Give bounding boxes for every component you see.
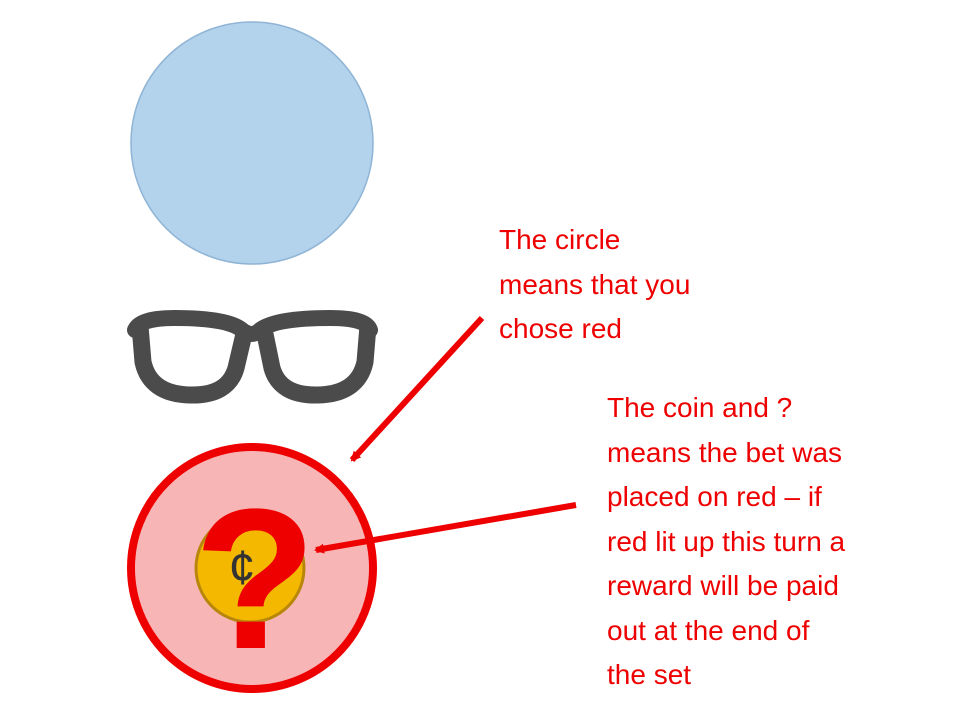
note-line: The circle xyxy=(499,224,621,255)
coin-icon xyxy=(194,512,306,624)
arrow-to-selection-circle xyxy=(349,315,485,463)
arrow-to-coin xyxy=(314,502,577,554)
bet-selection-marker: ¢ ? xyxy=(127,443,377,693)
glasses-icon xyxy=(127,309,378,404)
note-line: chose red xyxy=(499,313,622,344)
blue-circle-icon xyxy=(130,21,374,265)
coin-symbol: ¢ xyxy=(229,542,256,595)
note-line: means that you xyxy=(499,268,691,300)
note-line: means the bet was xyxy=(607,436,843,468)
note-line: reward will be paid xyxy=(607,570,839,601)
circle-explanation-note: The circle means that you chose red xyxy=(499,218,690,352)
note-line: placed on red – if xyxy=(607,481,822,512)
question-mark-icon: ? xyxy=(194,468,316,691)
note-line: the set xyxy=(607,659,692,690)
note-line: red lit up this turn a xyxy=(607,525,846,557)
coin-explanation-note: The coin and ? means the bet was placed … xyxy=(607,386,845,698)
note-line: out at the end of xyxy=(607,614,810,646)
note-line: The coin and ? xyxy=(607,392,793,423)
